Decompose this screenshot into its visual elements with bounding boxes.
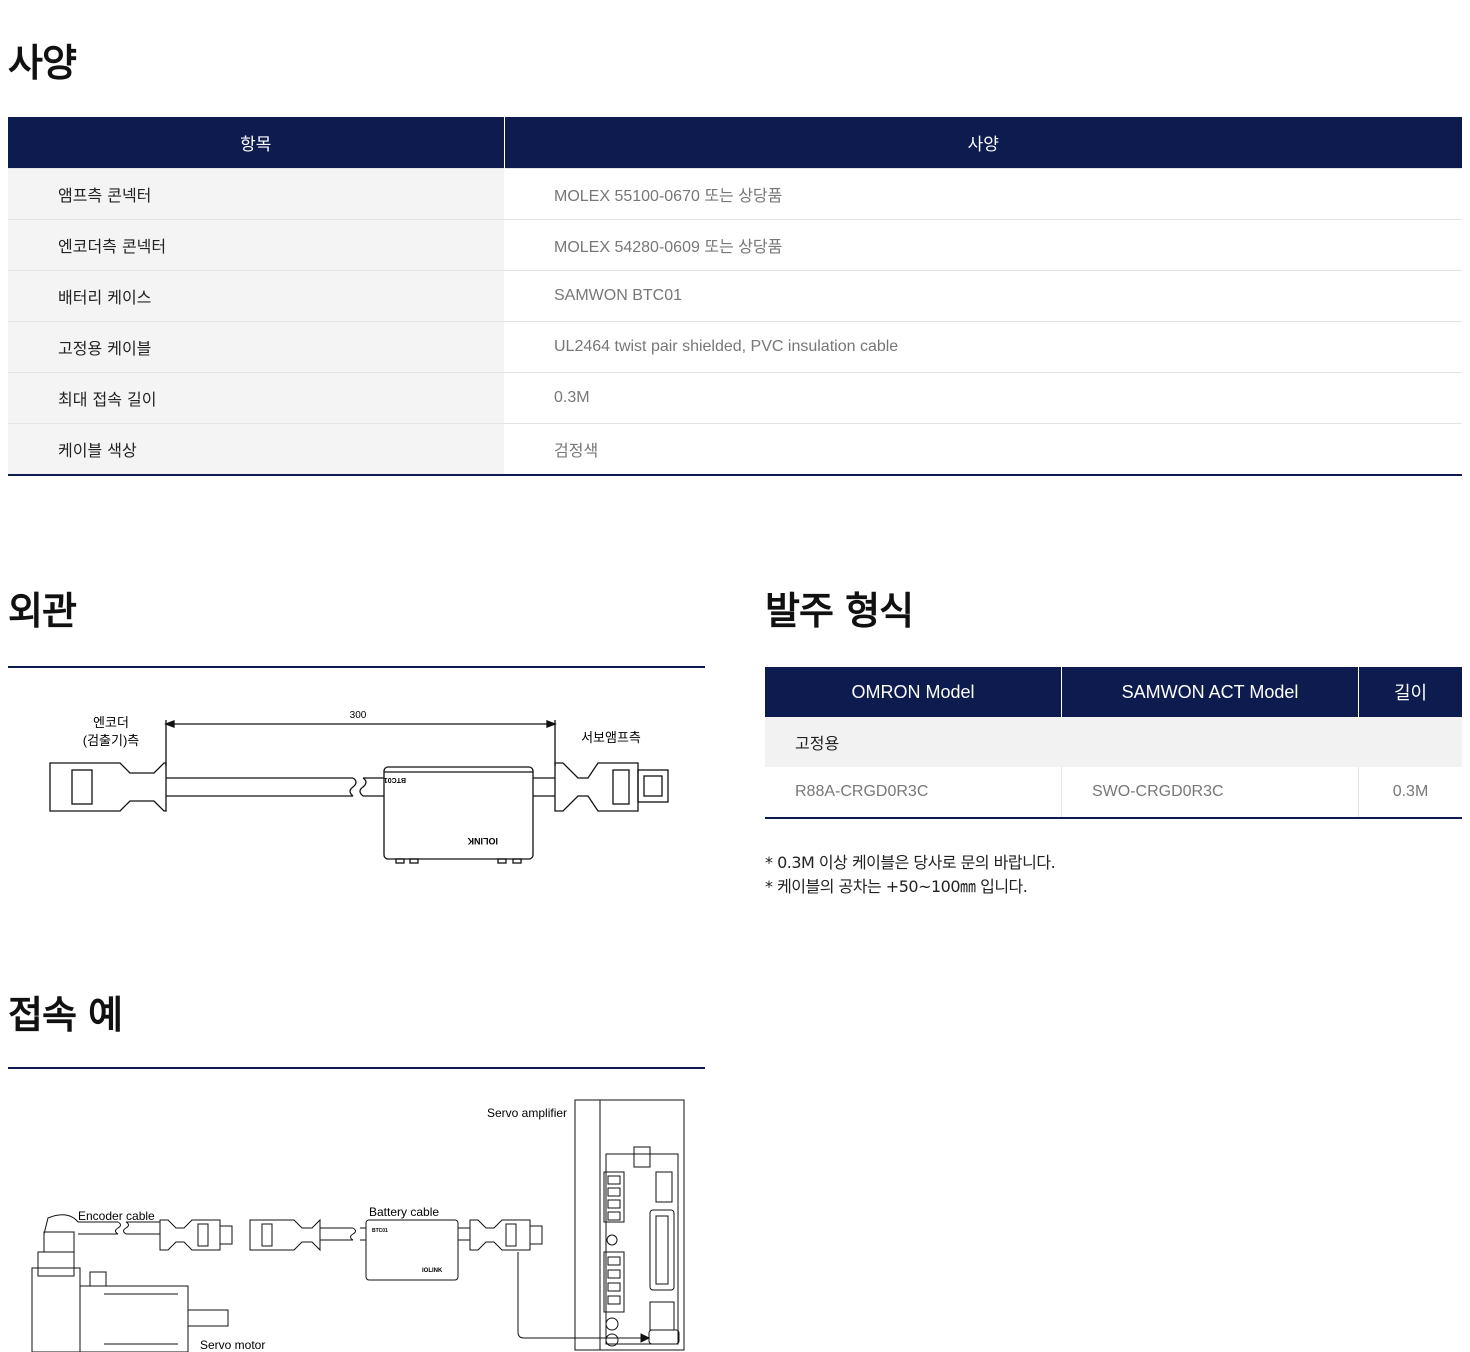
encoder-side-label-1: 엔코더 bbox=[93, 715, 129, 730]
servo-motor-label: Servo motor bbox=[200, 1338, 265, 1352]
order-note-1: * 0.3M 이상 케이블은 당사로 문의 바랍니다. bbox=[765, 853, 1056, 872]
omron-model: R88A-CRGD0R3C bbox=[795, 783, 929, 800]
servo-amplifier-label: Servo amplifier bbox=[487, 1106, 567, 1120]
spec-value: 검정색 bbox=[504, 423, 1462, 475]
spec-key: 배터리 케이스 bbox=[8, 270, 504, 322]
spec-table: 항목 사양 앰프측 콘넥터 MOLEX 55100-0670 또는 상당품 엔코… bbox=[8, 117, 1462, 476]
connection-case-label: BTC01 bbox=[372, 1228, 388, 1234]
order-group-label: 고정용 bbox=[765, 717, 1462, 767]
table-row: 고정용 케이블 UL2464 twist pair shielded, PVC … bbox=[8, 321, 1462, 373]
connection-divider bbox=[8, 1067, 705, 1069]
cable-length: 0.3M bbox=[1358, 767, 1462, 818]
table-row: 고정용 bbox=[765, 717, 1462, 767]
order-header-row: OMRON Model SAMWON ACT Model 길이 bbox=[765, 667, 1462, 717]
table-row: 앰프측 콘넥터 MOLEX 55100-0670 또는 상당품 bbox=[8, 168, 1462, 220]
spec-value: 0.3M bbox=[504, 372, 1462, 424]
encoder-side-label-2: (검출기)측 bbox=[83, 733, 140, 748]
spec-header-row: 항목 사양 bbox=[8, 117, 1462, 169]
order-title: 발주 형식 bbox=[765, 589, 914, 633]
spec-value: MOLEX 54280-0609 또는 상당품 bbox=[504, 219, 1462, 271]
case-label: BTC01 bbox=[384, 776, 406, 783]
order-header-length: 길이 bbox=[1358, 667, 1462, 717]
table-row: R88A-CRGD0R3C SWO-CRGD0R3C 0.3M bbox=[765, 767, 1462, 818]
battery-cable-label: Battery cable bbox=[369, 1205, 439, 1219]
amp-side-label: 서보앰프측 bbox=[581, 730, 641, 745]
spec-key: 최대 접속 길이 bbox=[8, 372, 504, 424]
spec-value: MOLEX 55100-0670 또는 상당품 bbox=[504, 168, 1462, 220]
dimension-label: 300 bbox=[350, 710, 367, 721]
table-row: 케이블 색상 검정색 bbox=[8, 423, 1462, 475]
appearance-divider bbox=[8, 666, 705, 668]
order-header-samwon: SAMWON ACT Model bbox=[1061, 667, 1359, 717]
cable-appearance-drawing: 엔코더 (검출기)측 300 서보앰프측 BTC01 IOLINK bbox=[49, 710, 669, 864]
spec-header-item: 항목 bbox=[8, 117, 504, 169]
spec-title: 사양 bbox=[8, 41, 77, 85]
connection-iolink-logo: IOLINK bbox=[422, 1268, 443, 1274]
appearance-title: 외관 bbox=[8, 589, 77, 633]
table-row: 엔코더측 콘넥터 MOLEX 54280-0609 또는 상당품 bbox=[8, 219, 1462, 271]
spec-key: 엔코더측 콘넥터 bbox=[8, 219, 504, 271]
spec-value: SAMWON BTC01 bbox=[504, 270, 1462, 322]
order-header-omron: OMRON Model bbox=[765, 667, 1062, 717]
encoder-cable-label: Encoder cable bbox=[78, 1209, 155, 1223]
spec-key: 케이블 색상 bbox=[8, 423, 504, 475]
spec-key: 앰프측 콘넥터 bbox=[8, 168, 504, 220]
order-table: OMRON Model SAMWON ACT Model 길이 고정용 R88A… bbox=[765, 667, 1462, 819]
spec-header-spec: 사양 bbox=[503, 117, 1462, 169]
spec-value: UL2464 twist pair shielded, PVC insulati… bbox=[504, 321, 1462, 373]
table-row: 배터리 케이스 SAMWON BTC01 bbox=[8, 270, 1462, 322]
spec-key: 고정용 케이블 bbox=[8, 321, 504, 373]
iolink-logo: IOLINK bbox=[467, 836, 498, 846]
order-note-2: * 케이블의 공차는 +50~100㎜ 입니다. bbox=[765, 877, 1028, 896]
samwon-model: SWO-CRGD0R3C bbox=[1061, 767, 1359, 818]
table-row: 최대 접속 길이 0.3M bbox=[8, 372, 1462, 424]
connection-title: 접속 예 bbox=[8, 993, 123, 1037]
connection-example-drawing: Servo amplifier Encoder cable Battery ca… bbox=[31, 1099, 685, 1352]
